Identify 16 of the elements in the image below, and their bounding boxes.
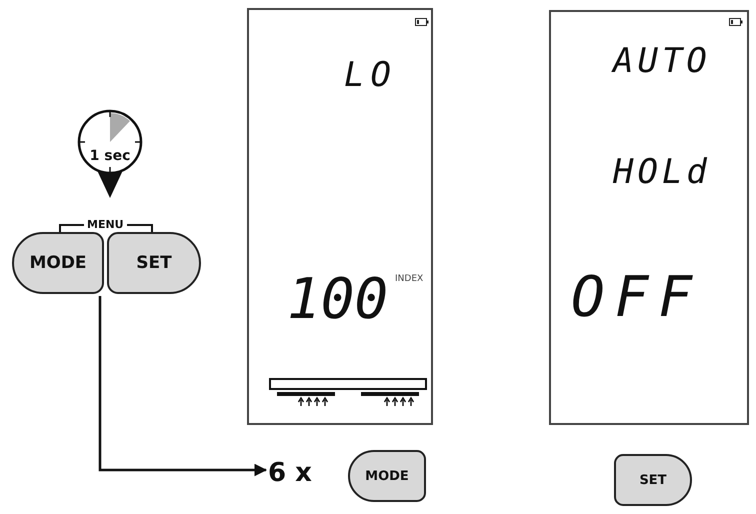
lcd-display: [549, 10, 749, 425]
unit-label: INDEX: [395, 274, 424, 284]
lcd-display: [247, 8, 433, 425]
duration-label: 1 sec: [88, 148, 132, 164]
display-reading: LO: [344, 58, 397, 92]
elbow-arrow: [98, 296, 267, 476]
display-reading: HOLd: [613, 155, 711, 189]
left-button: MODE: [348, 450, 426, 502]
display-reading: 100: [287, 272, 388, 328]
menu-label: MENU: [84, 218, 127, 231]
display-reading: OFF: [571, 270, 702, 326]
right-button: SET: [614, 454, 692, 506]
repeat-count: 6 x: [268, 458, 312, 488]
right-button: SET: [107, 232, 201, 294]
left-button: MODE: [12, 232, 104, 294]
display-reading: AUTO: [613, 44, 711, 78]
